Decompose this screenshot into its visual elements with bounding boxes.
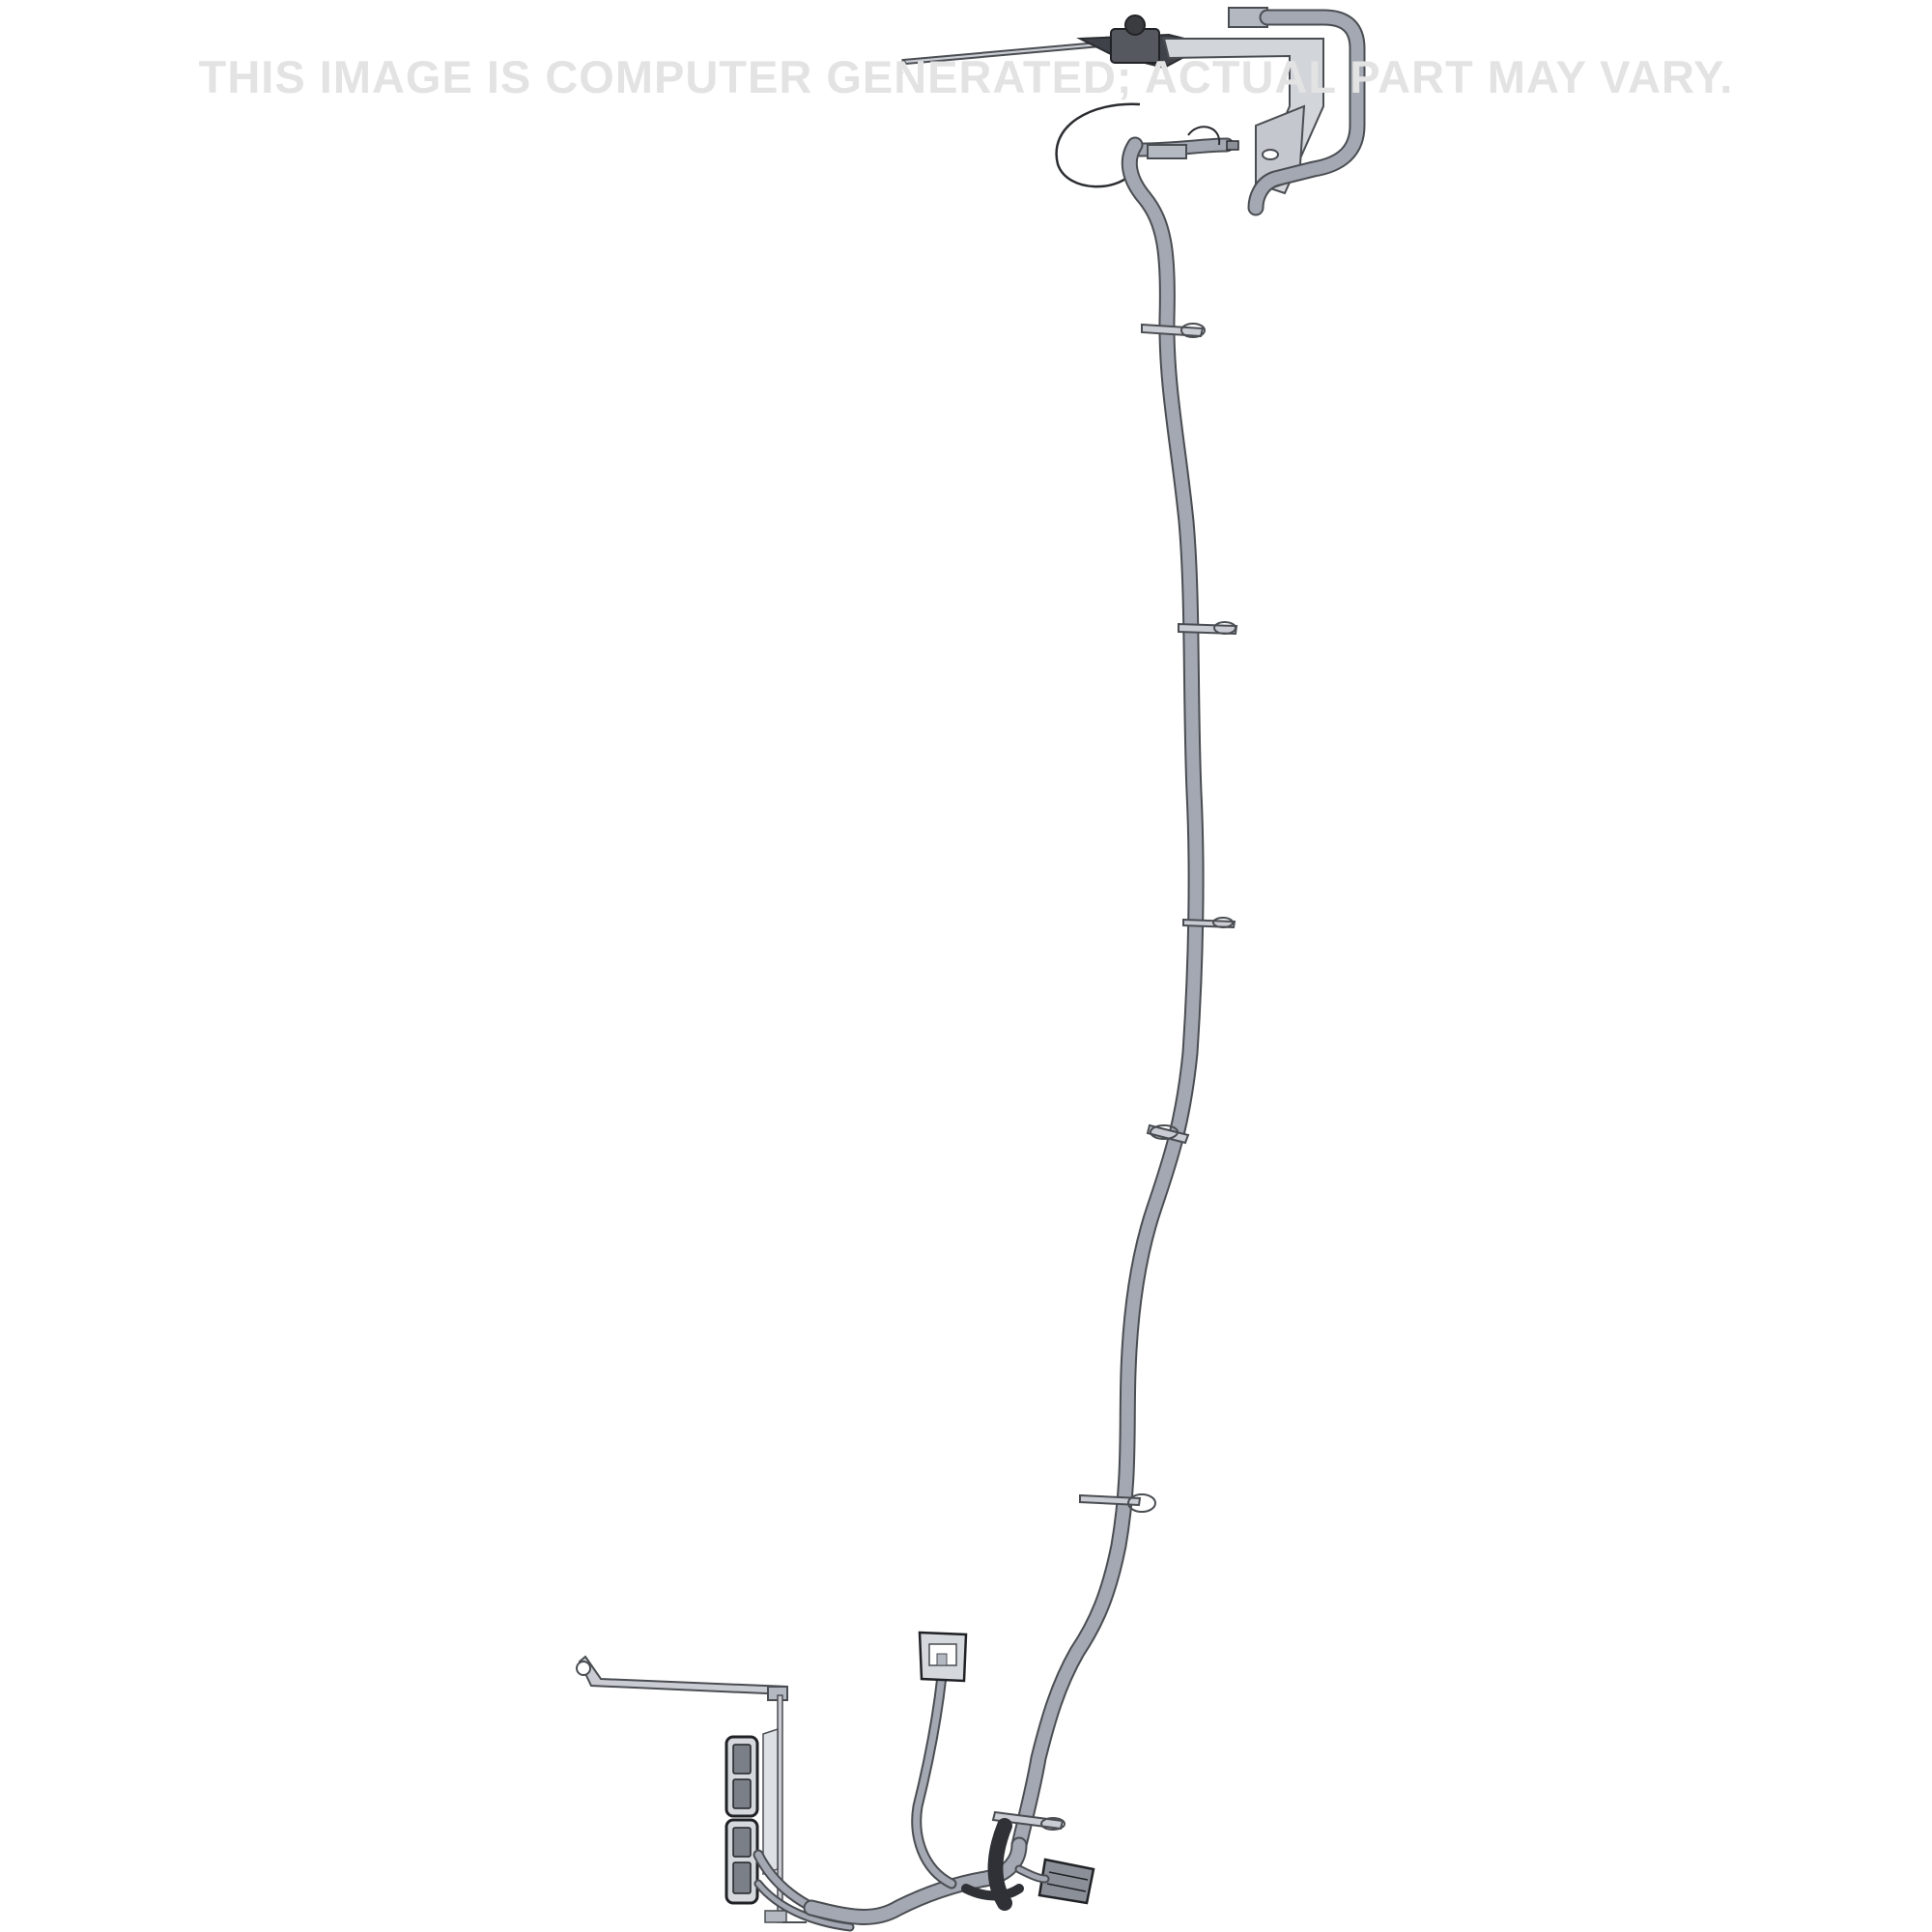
multi-pin-connector — [724, 1735, 759, 1818]
cable-clip — [991, 1810, 1065, 1831]
cable-clip — [1079, 1493, 1156, 1513]
cable-clip — [1178, 621, 1238, 636]
cable-clip — [1146, 1123, 1190, 1145]
cable-clip — [1141, 323, 1206, 338]
cable-clip — [1182, 917, 1236, 929]
multi-pin-connector — [724, 1818, 759, 1905]
side-connector — [1037, 1858, 1095, 1905]
rectangular-connector — [918, 1631, 968, 1683]
cable-clips — [991, 323, 1238, 1831]
main-harness-cable — [1010, 136, 1205, 1854]
top-mount-assembly — [896, 7, 1366, 216]
bottom-connector-assembly — [576, 1631, 1095, 1932]
